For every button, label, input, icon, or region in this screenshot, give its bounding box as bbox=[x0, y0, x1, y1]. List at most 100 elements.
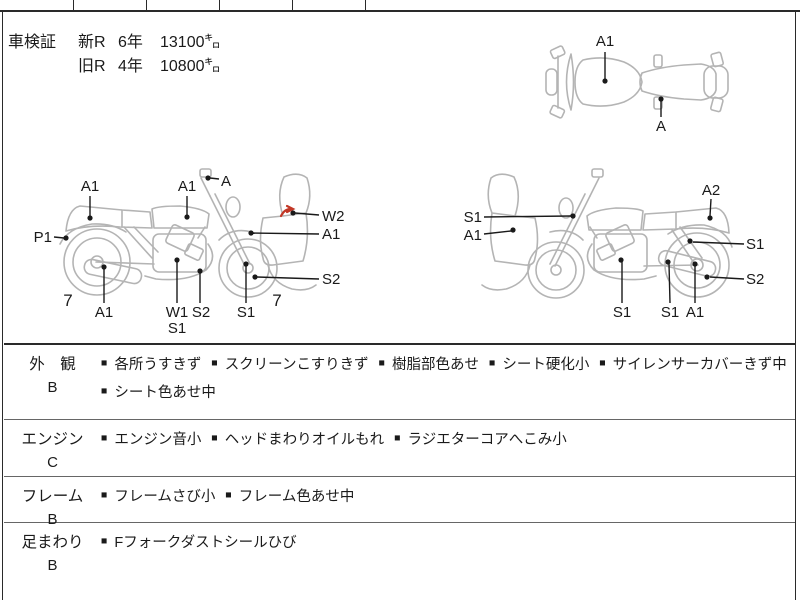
condition-item: ■各所うすきず bbox=[101, 357, 202, 373]
top-view-label-tank: A1 bbox=[596, 33, 614, 84]
condition-item: ■シート色あせ中 bbox=[101, 385, 216, 401]
svg-text:A1: A1 bbox=[81, 178, 99, 195]
right-label-cowl: A1 bbox=[464, 227, 516, 244]
grade-badge: B bbox=[47, 511, 58, 528]
condition-item: ■ヘッドまわりオイルもれ bbox=[211, 432, 385, 448]
right-label-rear-wheel: S2 bbox=[704, 271, 764, 288]
condition-line: ■各所うすきず ■スクリーンこすりきず ■樹脂部色あせ ■シート硬化小 ■サイレ… bbox=[101, 353, 795, 374]
bullet-square-icon: ■ bbox=[489, 357, 496, 370]
bullet-square-icon: ■ bbox=[225, 489, 232, 502]
svg-text:A1: A1 bbox=[95, 304, 113, 321]
left-label-front-tire: 7 bbox=[272, 291, 281, 310]
left-label-engine: W1 S1 bbox=[166, 257, 189, 337]
left-label-front-wheel: S2 bbox=[252, 271, 340, 288]
condition-label: 外 観 bbox=[29, 356, 76, 373]
bullet-square-icon: ■ bbox=[101, 385, 108, 398]
svg-text:S2: S2 bbox=[746, 271, 764, 288]
grade-badge: B bbox=[47, 557, 58, 574]
left-label-rear-fender: P1 bbox=[34, 229, 69, 246]
svg-text:A2: A2 bbox=[702, 182, 720, 199]
certificate-row: 車検証 新R 6年 13100㌔ bbox=[8, 31, 221, 55]
page-left-border bbox=[2, 11, 3, 600]
condition-item: ■シート硬化小 bbox=[489, 357, 590, 373]
condition-label-col: エンジン C bbox=[4, 427, 101, 476]
bullet-square-icon: ■ bbox=[101, 489, 108, 502]
condition-label: エンジン bbox=[21, 431, 84, 448]
certificate-reg-label: 新R bbox=[78, 34, 106, 51]
bullet-square-icon: ■ bbox=[101, 535, 108, 548]
svg-text:A1: A1 bbox=[322, 226, 340, 243]
left-label-front-fender: A1 bbox=[248, 226, 340, 243]
grade-badge: B bbox=[47, 379, 58, 396]
condition-table: 外 観 B ■各所うすきず ■スクリーンこすりきず ■樹脂部色あせ ■シート硬化… bbox=[4, 343, 795, 600]
certificate-title: 車検証 bbox=[8, 34, 57, 51]
svg-text:W1: W1 bbox=[166, 304, 189, 321]
certificate-row: 旧R 4年 10800㌔ bbox=[8, 55, 221, 79]
bullet-square-icon: ■ bbox=[394, 432, 401, 445]
svg-text:S1: S1 bbox=[464, 209, 482, 226]
left-label-front-fork: S1 bbox=[237, 261, 255, 321]
condition-row-exterior: 外 観 B ■各所うすきず ■スクリーンこすりきず ■樹脂部色あせ ■シート硬化… bbox=[4, 345, 795, 420]
bullet-square-icon: ■ bbox=[599, 357, 606, 370]
condition-label-col: フレーム B bbox=[4, 484, 101, 528]
svg-text:S1: S1 bbox=[237, 304, 255, 321]
condition-item: ■スクリーンこすりきず bbox=[211, 357, 369, 373]
condition-row-engine: エンジン C ■エンジン音小 ■ヘッドまわりオイルもれ ■ラジエターコアへこみ小 bbox=[4, 420, 795, 477]
certificate-years: 6年 bbox=[118, 34, 143, 51]
header-divider bbox=[146, 0, 147, 10]
left-label-tail-cowl: A1 bbox=[81, 178, 99, 221]
condition-label: フレーム bbox=[21, 488, 84, 505]
condition-items: ■エンジン音小 ■ヘッドまわりオイルもれ ■ラジエターコアへこみ小 bbox=[101, 427, 795, 476]
svg-text:S1: S1 bbox=[613, 304, 631, 321]
label-a: A bbox=[656, 118, 666, 135]
condition-row-frame: フレーム B ■フレームさび小 ■フレーム色あせ中 bbox=[4, 477, 795, 528]
top-view-motorcycle-drawing bbox=[545, 45, 729, 119]
condition-item: ■フレームさび小 bbox=[101, 489, 216, 505]
condition-label: 足まわり bbox=[21, 534, 84, 551]
condition-item: ■サイレンサーカバーきず中 bbox=[599, 357, 787, 373]
svg-text:A1: A1 bbox=[178, 178, 196, 195]
left-label-muffler: A1 bbox=[95, 264, 113, 321]
left-label-rear-tire: 7 bbox=[63, 291, 72, 310]
condition-line: ■エンジン音小 ■ヘッドまわりオイルもれ ■ラジエターコアへこみ小 bbox=[101, 428, 795, 449]
bullet-square-icon: ■ bbox=[378, 357, 386, 370]
condition-line: ■シート色あせ中 bbox=[101, 381, 795, 402]
bullet-square-icon: ■ bbox=[211, 357, 218, 370]
left-label-tank: A1 bbox=[178, 178, 196, 220]
condition-label-col: 足まわり B bbox=[4, 530, 101, 600]
certificate-distance: 10800㌔ bbox=[160, 58, 221, 75]
condition-item: ■ラジエターコアへこみ小 bbox=[394, 432, 567, 448]
condition-items: ■各所うすきず ■スクリーンこすりきず ■樹脂部色あせ ■シート硬化小 ■サイレ… bbox=[101, 352, 795, 419]
right-label-fork-top: S1 bbox=[464, 209, 576, 226]
svg-text:S1: S1 bbox=[661, 304, 679, 321]
certificate-years: 4年 bbox=[118, 58, 143, 75]
left-label-exhaust: S2 bbox=[192, 268, 210, 321]
svg-text:S2: S2 bbox=[322, 271, 340, 288]
condition-items: ■フレームさび小 ■フレーム色あせ中 bbox=[101, 484, 795, 522]
svg-text:A: A bbox=[221, 173, 231, 190]
svg-text:W2: W2 bbox=[322, 208, 345, 225]
header-divider bbox=[219, 0, 220, 10]
header-divider bbox=[365, 0, 366, 10]
right-label-tail-cowl: A2 bbox=[702, 182, 720, 221]
condition-row-undercarriage: 足まわり B ■Fフォークダストシールひび bbox=[4, 523, 795, 600]
bullet-square-icon: ■ bbox=[101, 357, 108, 370]
motorcycle-damage-diagram: A1 A bbox=[34, 33, 765, 337]
grade-badge: C bbox=[47, 454, 58, 471]
condition-line: ■フレームさび小 ■フレーム色あせ中 bbox=[101, 485, 795, 506]
page-right-border bbox=[795, 11, 796, 600]
svg-text:P1: P1 bbox=[34, 229, 52, 246]
left-label-screen-scratch: W2 bbox=[290, 208, 345, 225]
left-label-mirror: A bbox=[205, 173, 231, 190]
condition-item: ■フレーム色あせ中 bbox=[225, 489, 355, 505]
svg-text:S1: S1 bbox=[746, 236, 764, 253]
condition-label-col: 外 観 B bbox=[4, 352, 101, 419]
bullet-square-icon: ■ bbox=[211, 432, 218, 445]
condition-item: ■Fフォークダストシールひび bbox=[101, 535, 297, 551]
header-divider bbox=[292, 0, 293, 10]
right-side-motorcycle-drawing bbox=[481, 168, 733, 299]
right-label-engine: S1 bbox=[613, 257, 631, 321]
vehicle-certificate-block: 車検証 新R 6年 13100㌔ 旧R 4年 10800㌔ bbox=[8, 31, 221, 79]
svg-text:A1: A1 bbox=[464, 227, 482, 244]
